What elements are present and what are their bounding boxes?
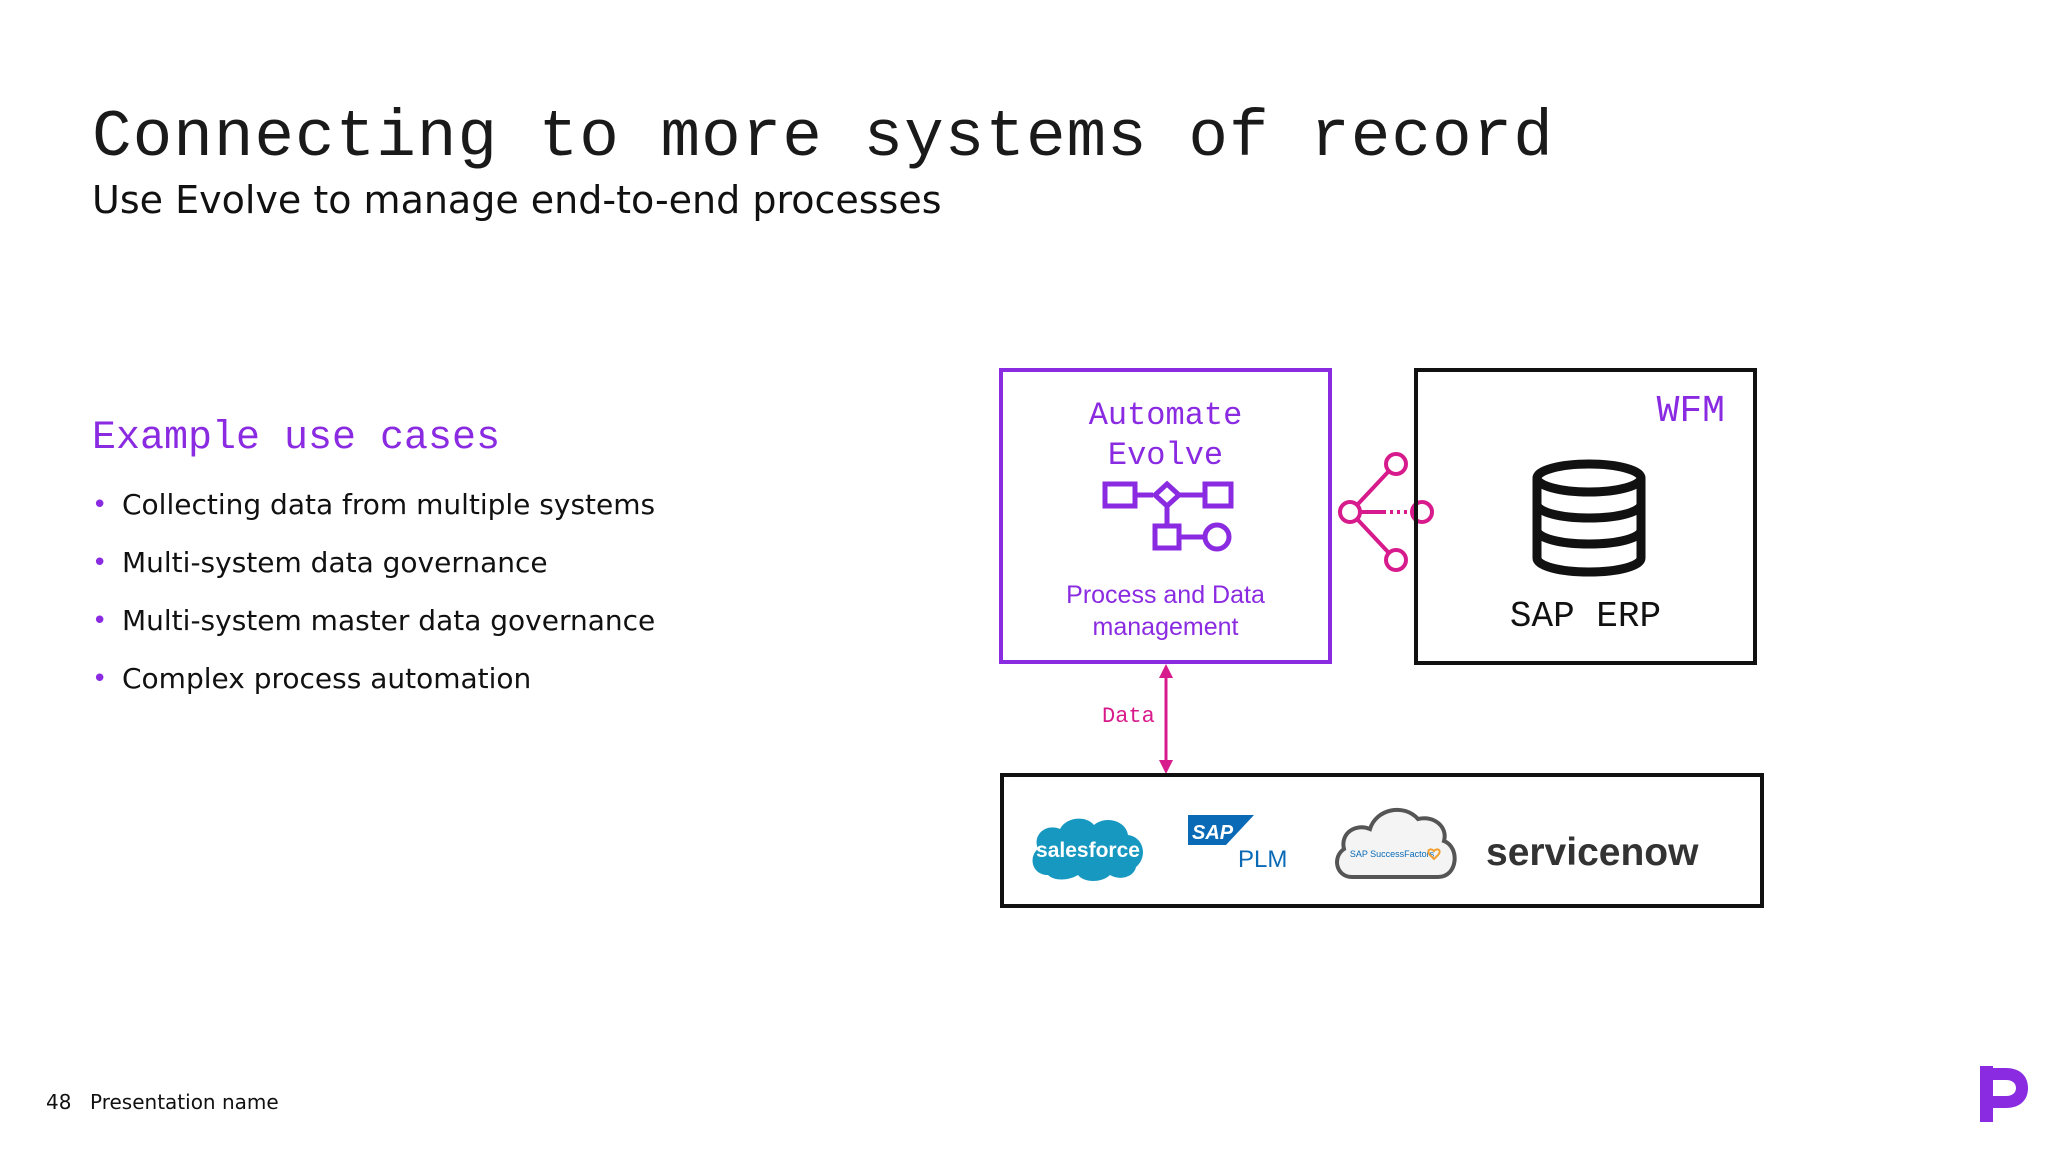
sap-erp-label: SAP ERP [1509,596,1662,637]
bullet: • [92,490,108,520]
servicenow-logo: servicenow [1486,831,1699,874]
wfm-label: WFM [1656,390,1725,433]
sap-logo-text: SAP [1192,822,1234,844]
sap-plm-logo: SAP PLM [1188,815,1287,873]
bullet: • [92,606,108,636]
salesforce-logo: salesforce [1032,818,1143,881]
use-case-label: Multi-system master data governance [122,604,656,637]
evolve-title: Automate Evolve [1003,396,1328,476]
use-case-label: Collecting data from multiple systems [122,488,656,521]
page-number: 48 [46,1090,72,1114]
use-case-label: Complex process automation [122,662,532,695]
use-cases-heading: Example use cases [92,416,501,461]
evolve-caption-line2: management [1092,613,1239,641]
evolve-title-line2: Evolve [1107,437,1224,474]
process-flow-icon [1102,480,1234,552]
bullet: • [92,548,108,578]
list-item: • Complex process automation [92,659,655,717]
list-item: • Collecting data from multiple systems [92,485,655,543]
bullet: • [92,664,108,694]
successfactors-logo-text: SAP SuccessFactors [1350,849,1435,859]
salesforce-logo-text: salesforce [1036,839,1140,862]
use-case-label: Multi-system data governance [122,546,548,579]
slide-title: Connecting to more systems of record [92,100,1554,175]
data-arrow [1159,664,1173,774]
systems-box: salesforce SAP PLM SAP SuccessFactors se… [1000,773,1764,908]
servicenow-logo-text: servicenow [1486,831,1699,874]
wfm-box: WFM SAP ERP [1414,368,1757,665]
presentation-name: Presentation name [90,1090,279,1114]
evolve-box: Automate Evolve Process and Data managem… [999,368,1332,664]
p-brand-logo-icon [1980,1066,2028,1122]
evolve-caption: Process and Data management [1003,579,1328,643]
use-cases-list: • Collecting data from multiple systems … [92,485,655,717]
evolve-title-line1: Automate [1088,397,1243,434]
list-item: • Multi-system master data governance [92,601,655,659]
database-icon [1532,459,1646,577]
evolve-caption-line1: Process and Data [1066,581,1265,609]
data-arrow-label: Data [1102,704,1155,729]
slide-subtitle: Use Evolve to manage end-to-end processe… [92,178,942,222]
hub-connector-icon [1338,452,1434,572]
list-item: • Multi-system data governance [92,543,655,601]
sap-successfactors-logo: SAP SuccessFactors [1335,808,1457,879]
plm-logo-text: PLM [1238,846,1287,873]
